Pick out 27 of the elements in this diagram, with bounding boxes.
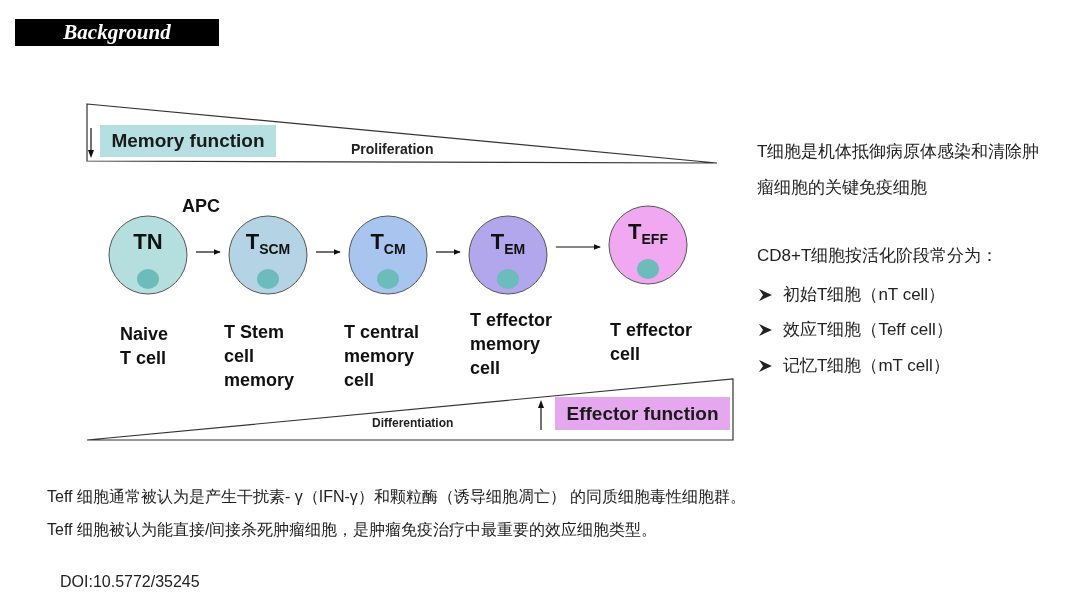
- note-text: DOI:10.5772/35245: [60, 572, 201, 592]
- arrow: [555, 244, 601, 250]
- cell-label: TN: [132, 229, 164, 255]
- note-text: 效应T细胞（Teff cell）: [783, 319, 954, 341]
- cell-name: T effector memory cell: [470, 309, 553, 380]
- note-text: 记忆T细胞（mT cell）: [783, 355, 951, 377]
- arrow: [315, 249, 341, 255]
- cell-label: T$_{CM}$: [369, 229, 407, 258]
- wedge-label: Differentiation: [372, 416, 454, 430]
- note-text: Teff 细胞通常被认为是产生干扰素- γ（IFN-γ）和颗粒酶（诱导细胞凋亡） 的同质细胞毒性细胞群。: [47, 487, 748, 507]
- cell-label: T$_{EM}$: [489, 229, 527, 258]
- cell-name: Naive T cell: [120, 323, 170, 370]
- cell-name: T effector cell: [610, 319, 693, 366]
- cell-label: T$_{SCM}$: [244, 229, 292, 258]
- cell-label: T$_{EFF}$: [627, 219, 669, 248]
- function-box: Effector function: [555, 397, 730, 430]
- title-bar: Background: [15, 19, 219, 46]
- function-box: Memory function: [100, 125, 276, 157]
- note-text: CD8+T细胞按活化阶段常分为：: [757, 245, 1000, 267]
- arrow: [435, 249, 461, 255]
- cell-name: T central memory cell: [344, 321, 421, 392]
- note-text: T细胞是机体抵御病原体感染和清除肿瘤细胞的关键免疫细胞: [757, 141, 1041, 199]
- note-text: 初始T细胞（nT cell）: [783, 284, 947, 306]
- arrow: [195, 249, 221, 255]
- cell-name: T Stem cell memory: [224, 321, 296, 392]
- note-text: Teff 细胞被认为能直接/间接杀死肿瘤细胞，是肿瘤免疫治疗中最重要的效应细胞类型。: [47, 520, 659, 540]
- wedge-label: Proliferation: [351, 141, 434, 157]
